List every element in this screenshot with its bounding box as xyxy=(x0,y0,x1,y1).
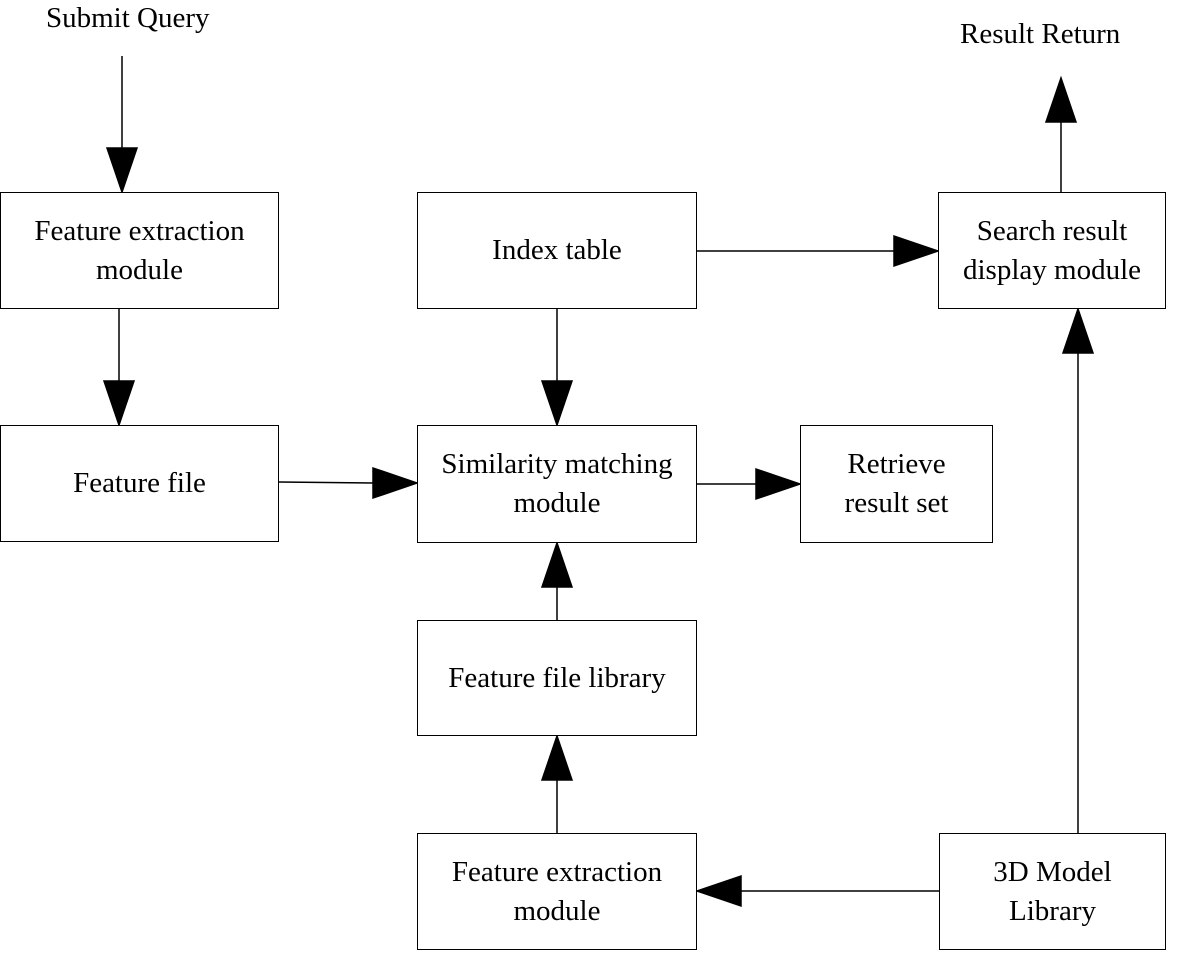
arrowhead-up-display xyxy=(1061,306,1095,354)
index-table-box: Index table xyxy=(417,192,697,309)
model-library-text: 3D Model Library xyxy=(993,855,1112,927)
arrowhead-up-similarity xyxy=(540,540,574,588)
arrowhead-down-feature-file xyxy=(102,380,136,428)
search-result-display-module: Search result display module xyxy=(938,192,1166,309)
arrowhead-left-extraction xyxy=(694,874,742,908)
feature-extraction-module-top-text: Feature extraction module xyxy=(34,214,245,286)
feature-file-library-box: Feature file library xyxy=(417,620,697,736)
arrowhead-right-retrieve xyxy=(755,467,803,501)
index-table-text: Index table xyxy=(492,234,622,266)
arrowhead-up-result xyxy=(1044,75,1078,123)
arrowhead-up-library xyxy=(540,733,574,781)
feature-file-text: Feature file xyxy=(73,467,206,499)
retrieve-result-set-text: Retrieve result set xyxy=(844,448,949,519)
similarity-matching-module: Similarity matching module xyxy=(417,425,697,543)
similarity-matching-text: Similarity matching module xyxy=(441,448,673,519)
model-library-box: 3D Model Library xyxy=(939,833,1166,950)
arrowhead-right-similarity xyxy=(372,466,420,500)
arrowhead-right-display xyxy=(893,234,941,268)
submit-query-label: Submit Query xyxy=(46,2,210,34)
feature-extraction-module-top: Feature extraction module xyxy=(0,192,279,309)
search-result-display-text: Search result display module xyxy=(962,214,1141,286)
result-return-label: Result Return xyxy=(960,18,1121,50)
feature-extraction-module-bottom-text: Feature extraction module xyxy=(451,855,663,927)
retrieve-result-set-box: Retrieve result set xyxy=(800,425,993,543)
arrowhead-down-extraction xyxy=(105,147,139,195)
feature-file-box: Feature file xyxy=(0,425,279,542)
arrowhead-down-similarity xyxy=(540,380,574,428)
edge-feature-file-to-similarity xyxy=(278,481,374,484)
feature-extraction-module-bottom: Feature extraction module xyxy=(417,833,697,950)
feature-file-library-text: Feature file library xyxy=(448,661,666,694)
